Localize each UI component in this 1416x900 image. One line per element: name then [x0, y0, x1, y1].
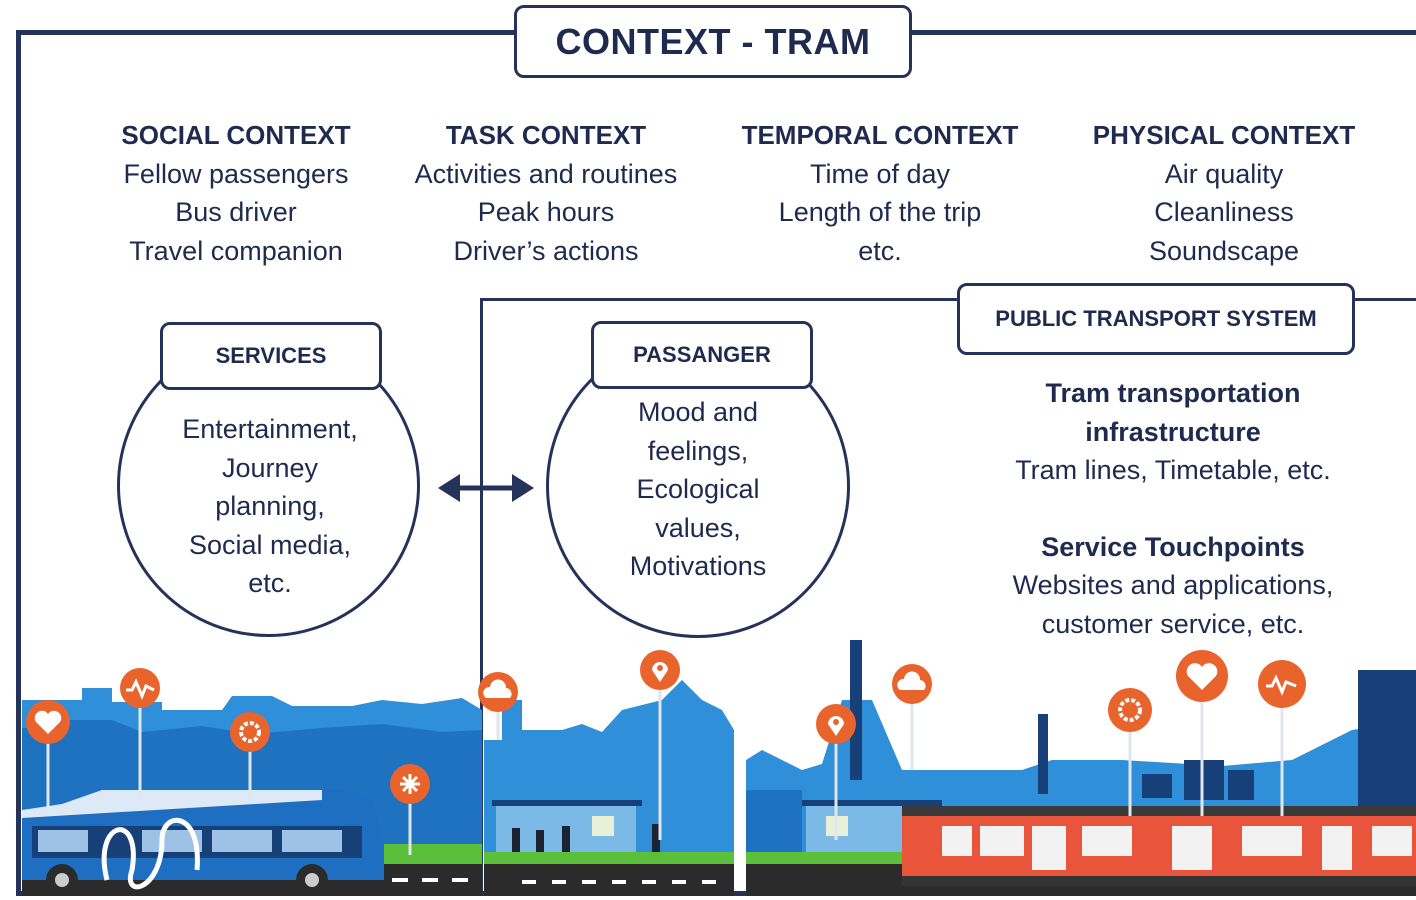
passenger-label: PASSANGER — [633, 342, 771, 367]
context-heading: TEMPORAL CONTEXT — [741, 120, 1019, 150]
electric-bus — [22, 790, 384, 896]
tram — [902, 806, 1416, 886]
system-text: Tram transportation infrastructure Tram … — [968, 374, 1378, 643]
touchpoints-text: Websites and applications, — [1012, 570, 1334, 600]
pulse-icon — [1258, 660, 1306, 708]
context-item: Fellow passengers — [123, 158, 349, 189]
passenger-line: Motivations — [629, 551, 767, 581]
context-item: Driver’s actions — [453, 235, 639, 266]
public-transport-system-label: PUBLIC TRANSPORT SYSTEM — [995, 306, 1317, 331]
left-city-panel — [22, 688, 482, 896]
location-icon — [816, 704, 856, 744]
passenger-text: Mood and feelings, Ecological values, Mo… — [568, 393, 828, 586]
physical-context: PHYSICAL CONTEXT Air quality Cleanliness… — [1064, 116, 1384, 270]
temporal-context: TEMPORAL CONTEXT Time of day Length of t… — [720, 116, 1040, 270]
services-text: Entertainment, Journey planning, Social … — [140, 410, 400, 603]
context-item: Cleanliness — [1154, 197, 1294, 227]
gear-icon — [230, 712, 270, 752]
context-item: etc. — [858, 235, 902, 266]
page-title: CONTEXT - TRAM — [555, 20, 871, 62]
services-line: etc. — [248, 568, 292, 598]
services-label-box: SERVICES — [160, 322, 382, 390]
context-item: Length of the trip — [778, 197, 982, 227]
middle-city-panel — [484, 680, 734, 896]
cloud-icon — [892, 664, 932, 704]
heart-icon — [26, 700, 70, 744]
pulse-icon — [120, 668, 160, 708]
title-box: CONTEXT - TRAM — [514, 5, 912, 78]
services-label: SERVICES — [215, 343, 327, 368]
infrastructure-heading: infrastructure — [1085, 416, 1261, 447]
gear-icon — [1108, 688, 1152, 732]
observation-tower — [850, 640, 862, 780]
passenger-line: values, — [655, 512, 741, 543]
passenger-line: Ecological — [636, 474, 760, 504]
passenger-line: feelings, — [647, 435, 749, 466]
city-scene-illustration — [22, 640, 1416, 896]
double-arrow-icon — [438, 474, 534, 502]
context-item: Travel companion — [129, 235, 343, 266]
services-line: planning, — [215, 491, 325, 521]
services-line: Journey — [221, 452, 319, 483]
passenger-label-box: PASSANGER — [591, 321, 813, 389]
public-transport-system-label-box: PUBLIC TRANSPORT SYSTEM — [957, 283, 1355, 355]
services-line: Social media, — [188, 529, 352, 560]
context-item: Air quality — [1164, 158, 1284, 189]
context-item: Bus driver — [175, 197, 297, 227]
location-icon — [640, 650, 680, 690]
passenger-line: Mood and — [637, 397, 759, 427]
context-item: Peak hours — [477, 197, 615, 227]
public-transport-system-box — [480, 298, 1416, 896]
context-heading: TASK CONTEXT — [445, 120, 647, 150]
infrastructure-heading: Tram transportation — [1045, 378, 1301, 408]
context-item: Activities and routines — [414, 158, 678, 189]
context-item: Time of day — [809, 158, 951, 189]
context-item: Soundscape — [1148, 235, 1300, 266]
task-context: TASK CONTEXT Activities and routines Pea… — [386, 116, 706, 270]
snowflake-icon — [390, 764, 430, 804]
context-heading: SOCIAL CONTEXT — [121, 120, 351, 150]
cloud-icon — [478, 672, 518, 712]
touchpoints-heading: Service Touchpoints — [1041, 531, 1305, 562]
right-city-panel — [746, 640, 1416, 896]
services-line: Entertainment, — [182, 414, 358, 444]
infrastructure-text: Tram lines, Timetable, etc. — [1015, 455, 1331, 485]
touchpoints-text: customer service, etc. — [1041, 608, 1305, 639]
heart-icon — [1176, 650, 1228, 702]
social-context: SOCIAL CONTEXT Fellow passengers Bus dri… — [76, 116, 396, 270]
context-heading: PHYSICAL CONTEXT — [1092, 120, 1356, 150]
